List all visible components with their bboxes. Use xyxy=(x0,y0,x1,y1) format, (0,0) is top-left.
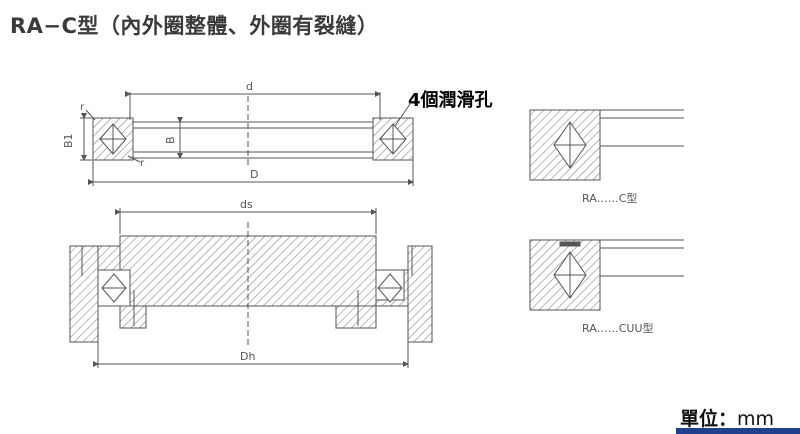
dim-D-label: D xyxy=(250,168,258,181)
dim-d-label: d xyxy=(246,80,253,93)
c-type-detail xyxy=(529,109,684,181)
dim-r-top-label: r xyxy=(80,102,85,113)
dim-ds-label: ds xyxy=(240,198,253,211)
unit-label: 單位：mm xyxy=(680,404,774,431)
page-title: RA−C型（內外圈整體、外圈有裂縫） xyxy=(10,14,379,38)
unit-prefix: 單位： xyxy=(680,408,738,430)
c-type-label: RA……C型 xyxy=(582,191,637,205)
dim-B1-label: B1 xyxy=(62,133,75,148)
dim-Dh-label: Dh xyxy=(240,350,255,363)
section-view-top xyxy=(80,91,414,186)
lubrication-holes-callout: 4個潤滑孔 xyxy=(408,90,493,111)
cuu-type-label: RA……CUU型 xyxy=(582,321,654,335)
cuu-type-detail xyxy=(529,239,684,311)
mounting-assembly-view xyxy=(69,208,433,368)
unit-underline xyxy=(676,428,800,434)
unit-value: mm xyxy=(737,408,775,430)
dim-r-bottom-label: r xyxy=(140,158,145,169)
dim-B-label: B xyxy=(164,136,177,144)
